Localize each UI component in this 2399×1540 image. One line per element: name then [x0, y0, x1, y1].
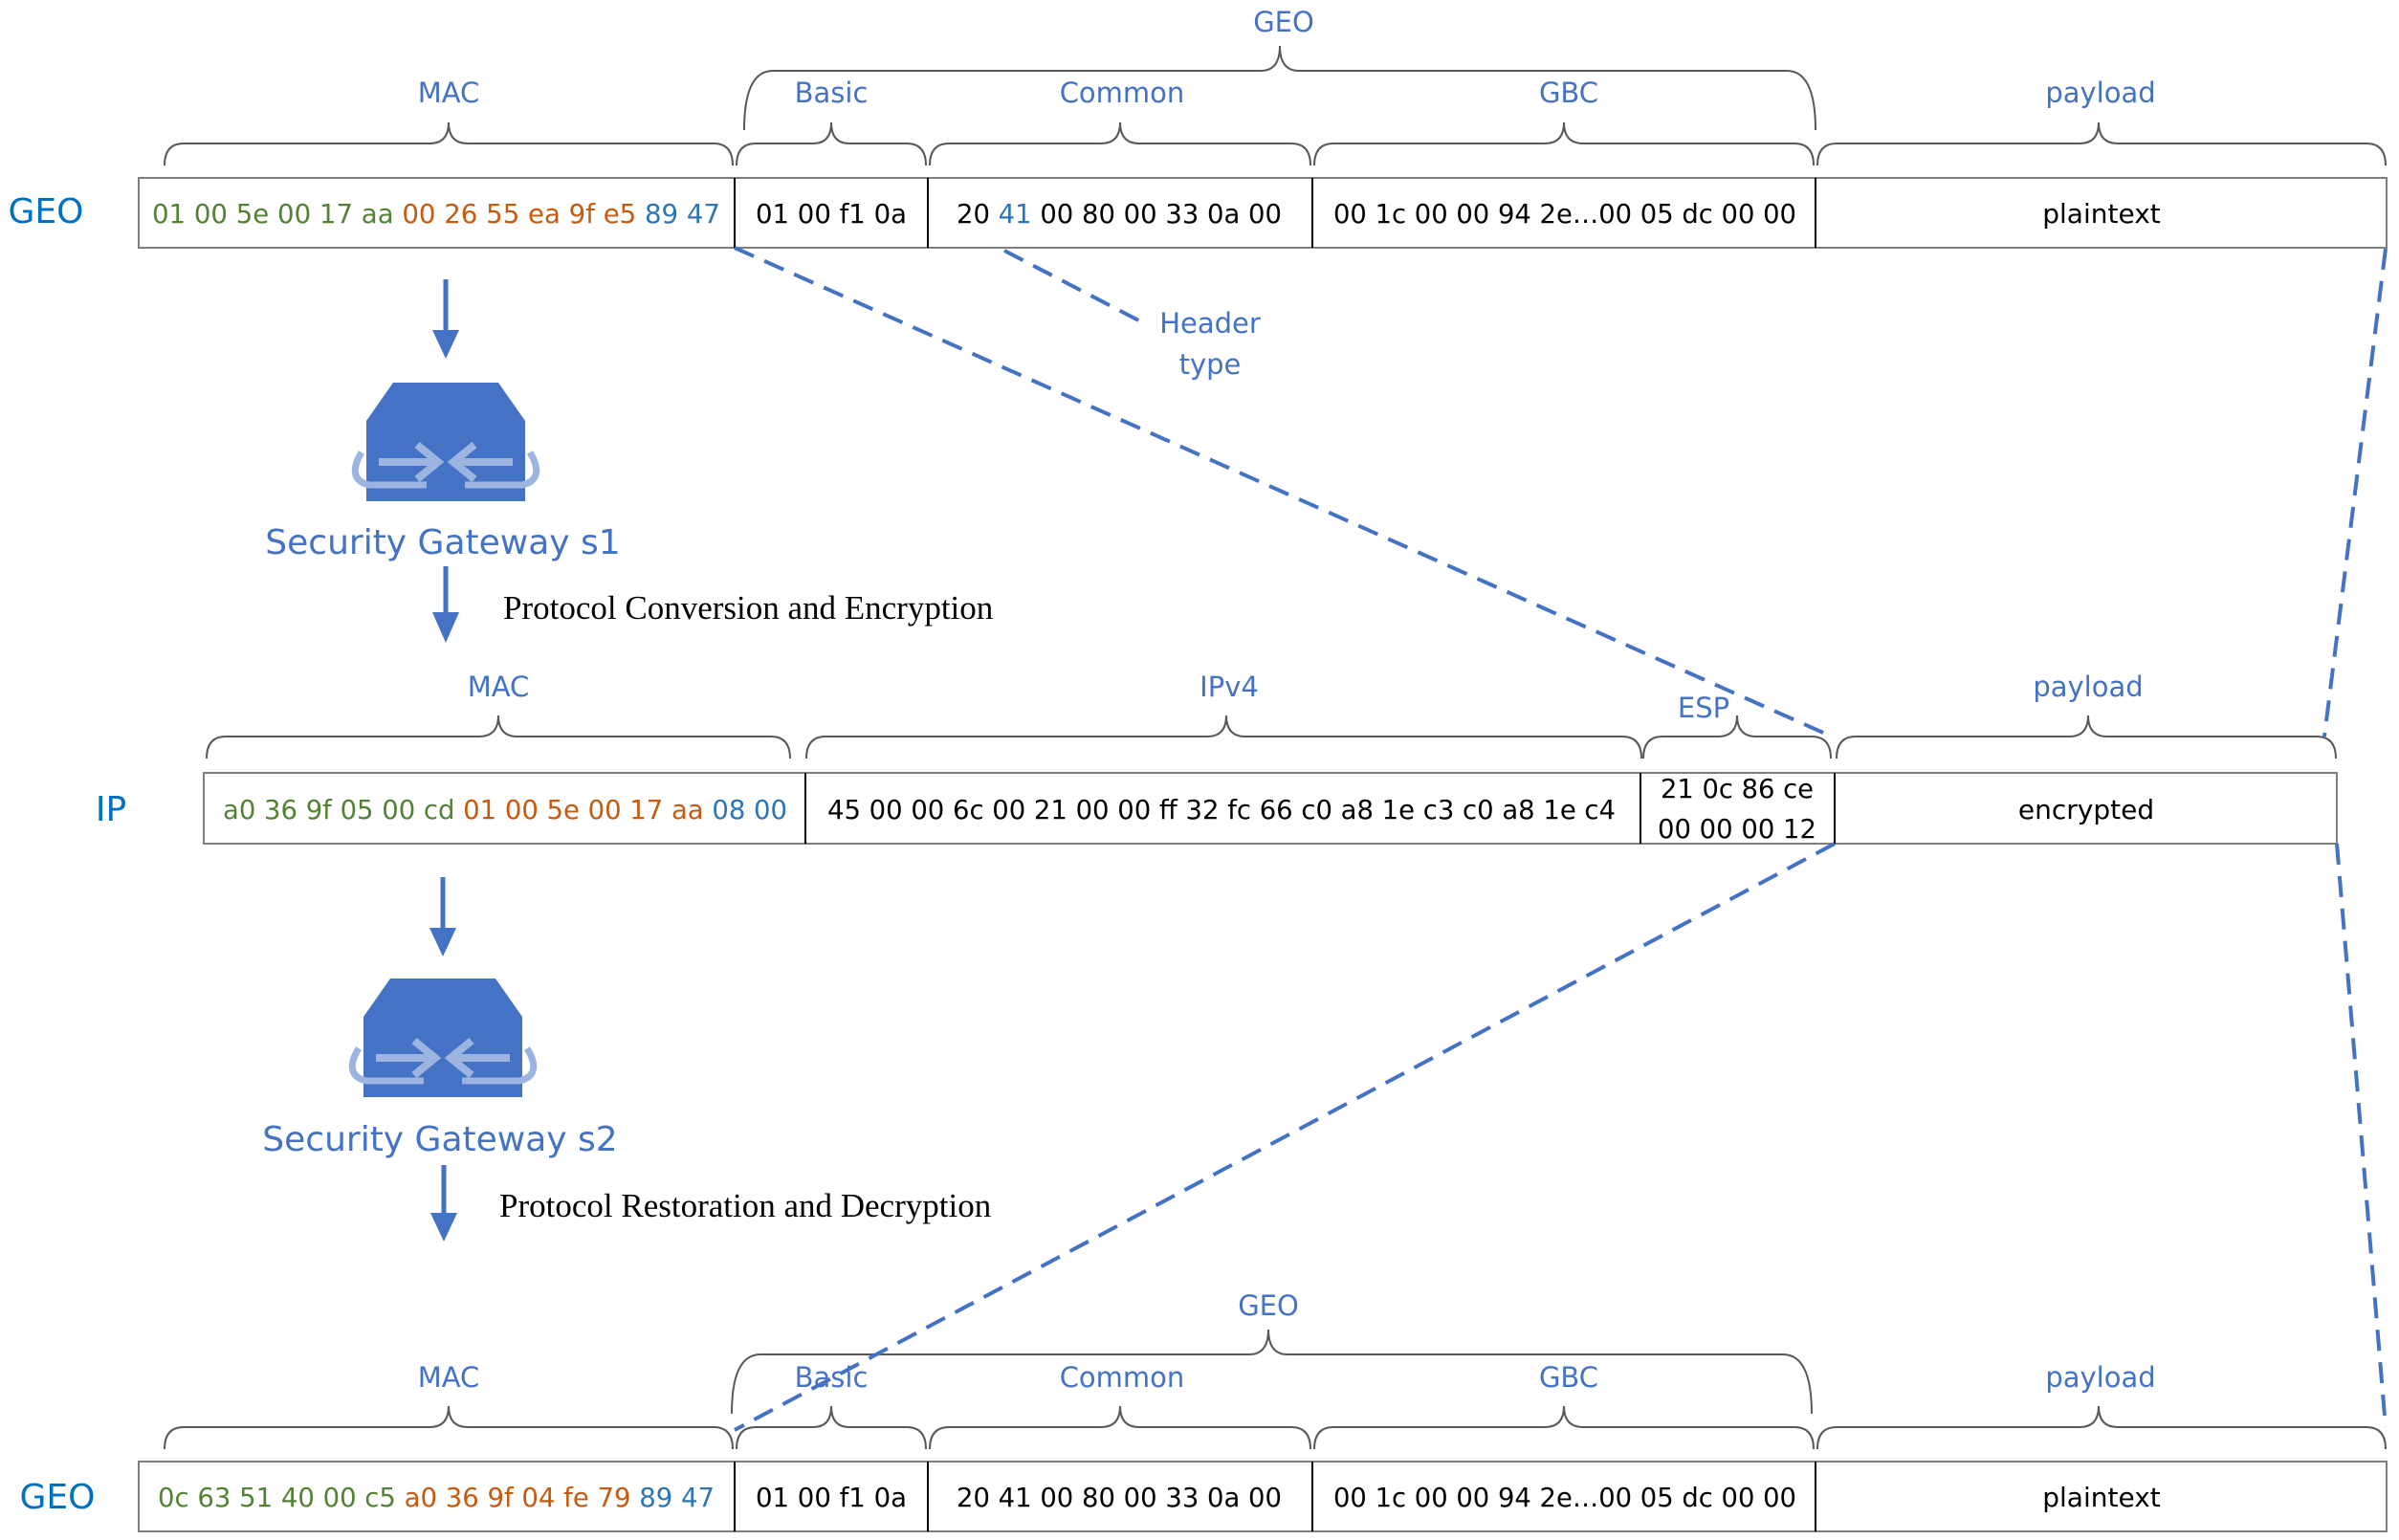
gbc-hex: 00 1c 00 00 94 2e…00 05 dc 00 00 [1333, 1482, 1796, 1513]
brace-label-esp: ESP [1678, 692, 1729, 724]
brace-label-gbc: GBC [1539, 1361, 1598, 1394]
brace-label-payload: payload [2045, 77, 2155, 109]
gbc-hex: 00 1c 00 00 94 2e…00 05 dc 00 00 [1333, 198, 1796, 230]
row-name: IP [96, 790, 126, 829]
gateway-icon [352, 979, 533, 1097]
esp-hex-line1: 21 0c 86 ce [1661, 773, 1814, 804]
mapping-lines [734, 246, 2388, 1432]
esp-hex-line2: 00 00 00 12 [1658, 813, 1816, 845]
gateway-s1: Security Gateway s1 Protocol Conversion … [265, 279, 993, 643]
mac-hex: 0c 63 51 40 00 c5 a0 36 9f 04 fe 79 89 4… [158, 1482, 715, 1513]
row-name: GEO [9, 192, 84, 231]
basic-hex: 01 00 f1 0a [756, 1482, 907, 1513]
gateway-s2: Security Gateway s2 Protocol Restoration… [262, 877, 991, 1242]
row-name: GEO [20, 1478, 96, 1517]
brace-label-common: Common [1060, 1361, 1185, 1394]
gateway-name: Security Gateway s1 [265, 523, 620, 562]
packet-box [138, 1461, 2388, 1532]
brace-label-mac: MAC [418, 77, 480, 109]
header-type-annotation: Header type [1003, 249, 1261, 381]
geo-group-label: GEO [1238, 1289, 1299, 1322]
annotation-line2: type [1179, 348, 1242, 381]
brace-label-gbc: GBC [1539, 77, 1598, 109]
brace-label-mac: MAC [468, 671, 530, 703]
brace-label-payload: payload [2045, 1361, 2155, 1394]
step-label: Protocol Conversion and Encryption [503, 589, 993, 627]
brace-label-mac: MAC [418, 1361, 480, 1394]
step-label: Protocol Restoration and Decryption [499, 1187, 991, 1224]
brace-label-common: Common [1060, 77, 1185, 109]
mac-hex: 01 00 5e 00 17 aa 00 26 55 ea 9f e5 89 4… [152, 198, 720, 230]
payload-text: plaintext [2042, 1482, 2161, 1513]
geo-group-label: GEO [1253, 6, 1314, 38]
packet-box [138, 177, 2388, 249]
ipv4-hex: 45 00 00 6c 00 21 00 00 ff 32 fc 66 c0 a… [827, 794, 1616, 825]
geo-row-top: GEO GEO MAC Basic Common GBC payload 01 … [9, 6, 2388, 249]
gateway-name: Security Gateway s2 [262, 1120, 617, 1159]
payload-text: encrypted [2018, 794, 2154, 825]
ip-row: IP MAC IPv4 ESP payload a0 36 9f 05 00 c… [96, 671, 2338, 845]
mac-hex: a0 36 9f 05 00 cd 01 00 5e 00 17 aa 08 0… [223, 794, 787, 825]
common-hex: 20 41 00 80 00 33 0a 00 [957, 1482, 1282, 1513]
brace-label-payload: payload [2033, 671, 2143, 703]
common-hex: 20 41 00 80 00 33 0a 00 [957, 198, 1282, 230]
gateway-icon [355, 383, 536, 501]
brace-label-ipv4: IPv4 [1200, 671, 1259, 703]
packet-box [203, 772, 2338, 845]
annotation-line1: Header [1159, 307, 1261, 340]
brace-label-basic: Basic [795, 77, 869, 109]
basic-hex: 01 00 f1 0a [756, 198, 907, 230]
geo-row-bottom: GEO GEO MAC Basic Common GBC payload 0c … [20, 1289, 2388, 1532]
payload-text: plaintext [2042, 198, 2161, 230]
